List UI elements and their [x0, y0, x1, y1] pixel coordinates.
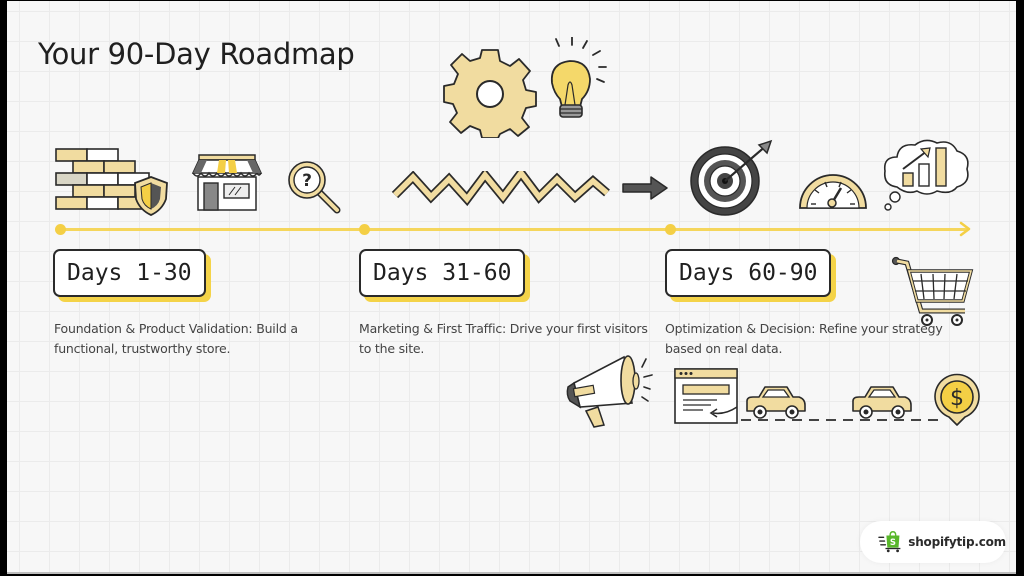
storefront-icon	[191, 154, 263, 211]
car-icon-2	[852, 386, 912, 419]
phase-2-description: Marketing & First Traffic: Drive your fi…	[359, 321, 648, 356]
phase-3-description: Optimization & Decision: Refine your str…	[665, 321, 943, 356]
dollar-pin-icon: $	[934, 373, 980, 426]
shield-icon	[134, 176, 168, 216]
zigzag-icon	[391, 171, 610, 207]
phase-1-description: Foundation & Product Validation: Build a…	[54, 321, 298, 356]
phase-2-label: Days 31-60	[359, 249, 526, 297]
arrow-right-icon	[622, 176, 668, 200]
gear-icon	[443, 49, 537, 138]
timeline-arrow-icon	[959, 221, 971, 237]
svg-text:$: $	[950, 386, 964, 411]
timeline-dot-1	[55, 224, 66, 235]
brick-wall-icon	[55, 148, 168, 216]
phase-1-label: Days 1-30	[53, 249, 206, 297]
page-title: Your 90-Day Roadmap	[38, 37, 355, 71]
svg-text:?: ?	[302, 171, 312, 191]
megaphone-icon	[566, 355, 653, 428]
timeline-dot-3	[665, 224, 676, 235]
watermark-text[interactable]: shopifytip.com	[908, 535, 1006, 549]
growth-chart-cloud-icon	[883, 139, 969, 211]
svg-text:S: S	[890, 537, 896, 547]
car-icon	[746, 386, 806, 419]
shopping-cart-icon	[891, 256, 974, 326]
phase-3-label: Days 60-90	[665, 249, 832, 297]
shopping-bag-cart-icon: S	[878, 531, 901, 553]
timeline-line	[59, 228, 967, 231]
magnifier-question-icon: ?	[288, 161, 341, 214]
webpage-icon	[674, 368, 738, 424]
watermark-badge[interactable]: S shopifytip.com	[860, 521, 1006, 563]
timeline-dot-2	[359, 224, 370, 235]
lightbulb-icon	[550, 37, 607, 118]
roadmap-slide: Your 90-Day Roadmap Days 1-30 Foundation…	[7, 1, 1016, 574]
target-icon	[690, 139, 773, 216]
speedometer-icon	[799, 174, 867, 209]
